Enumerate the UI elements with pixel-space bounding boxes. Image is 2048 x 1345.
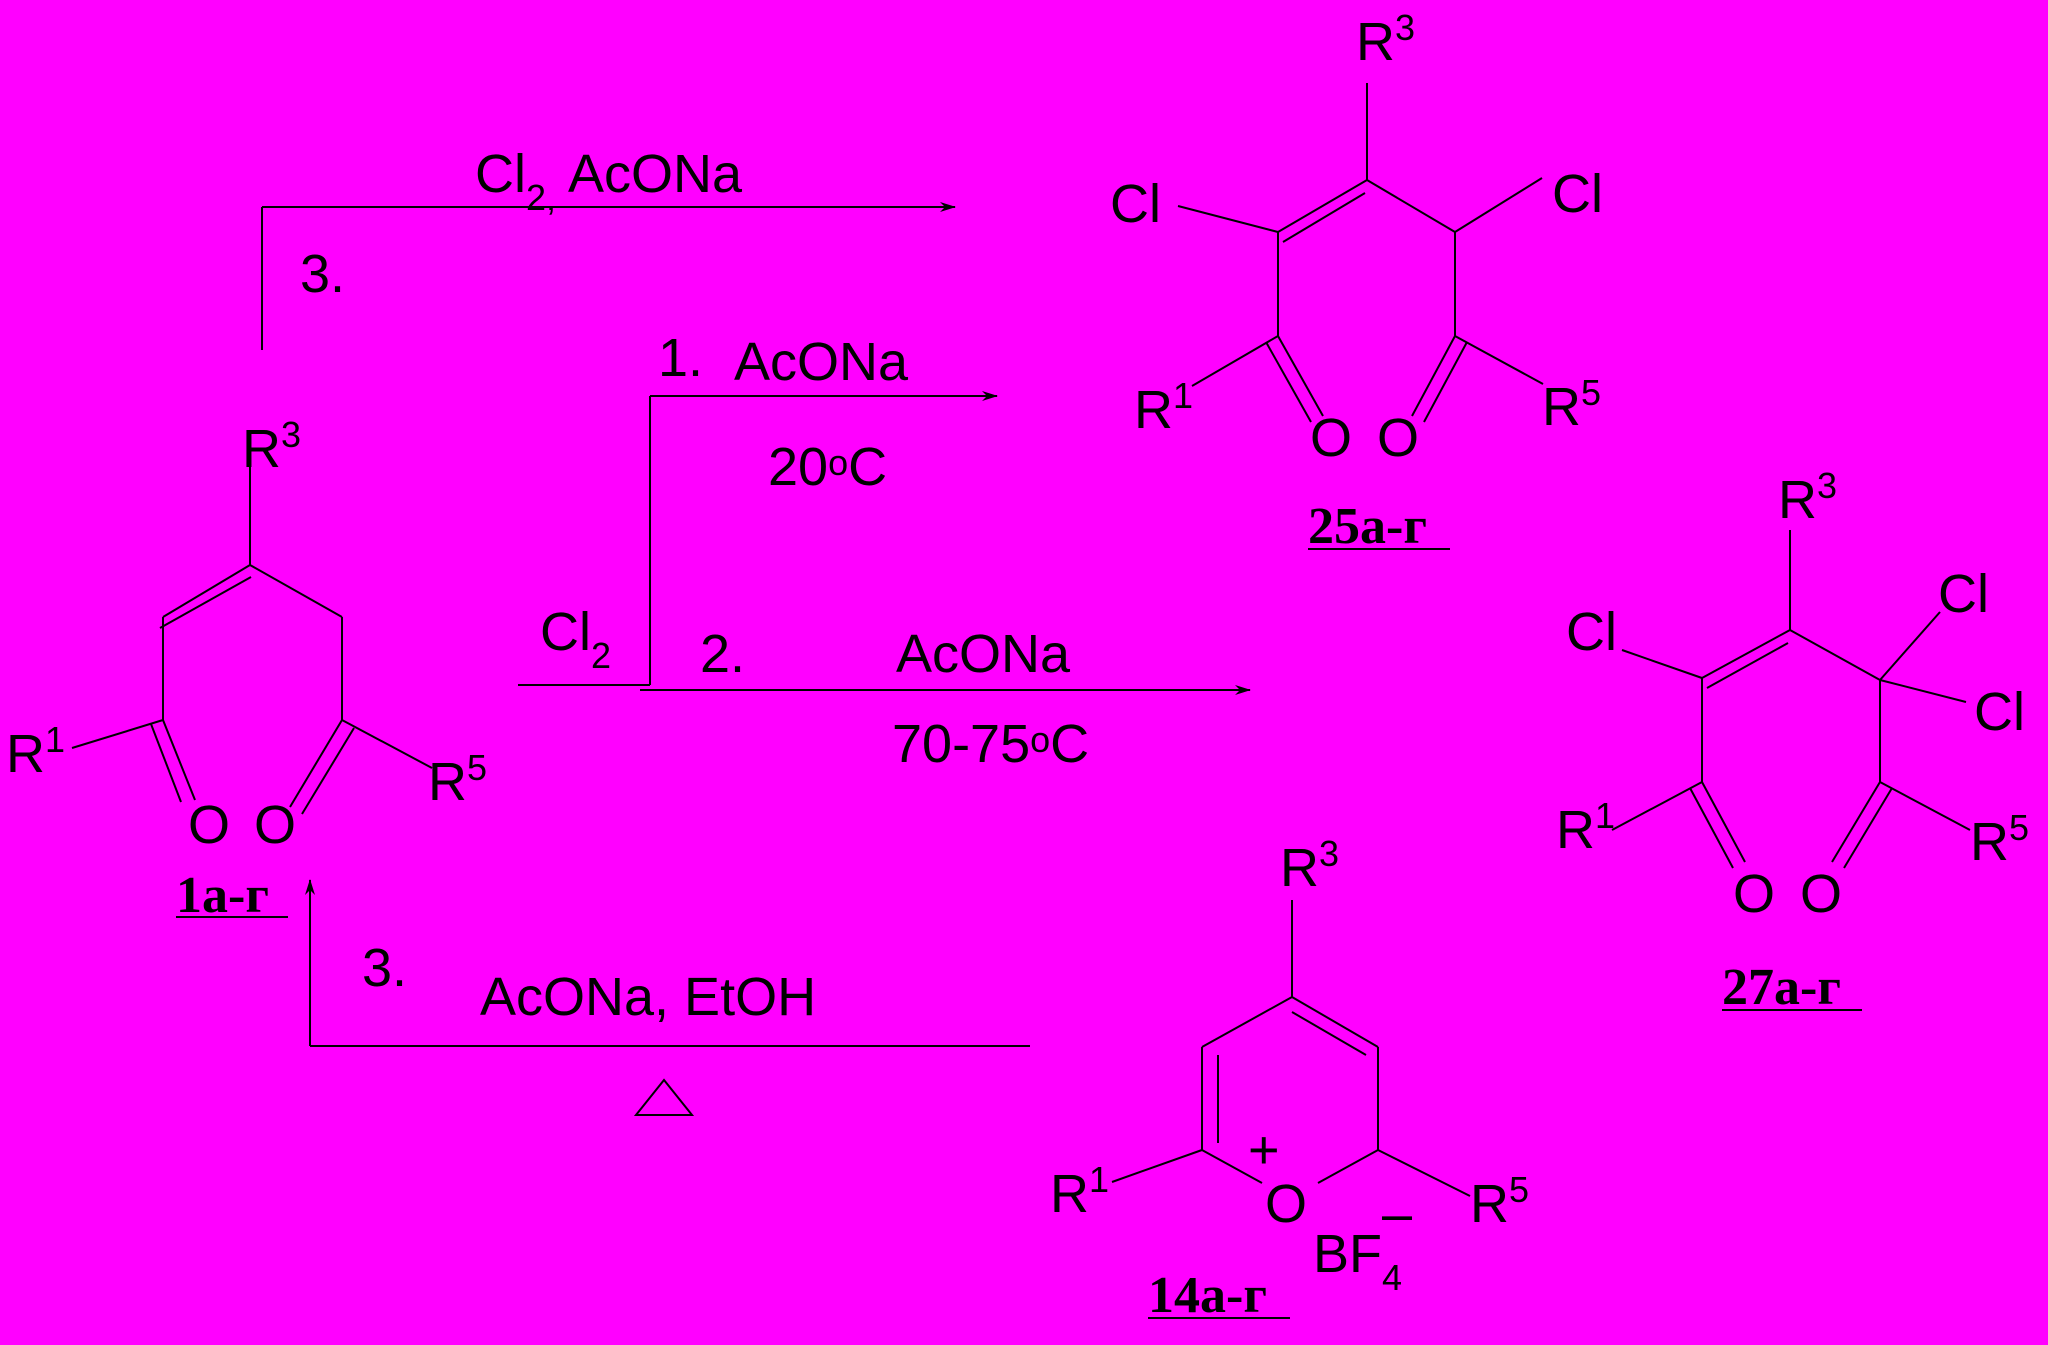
c27-r3: R3 xyxy=(1778,465,1837,530)
c25-label: 25а-г xyxy=(1308,498,1427,555)
c1-label: 1а-г xyxy=(176,867,269,924)
arrow-top xyxy=(261,202,956,350)
cl2-reagent: Cl2 xyxy=(540,602,611,676)
c27-o-left: O xyxy=(1733,864,1775,924)
arrow-bottom xyxy=(305,879,1030,1047)
c27-cl-top-right: Cl xyxy=(1938,564,1989,624)
mid2-condition: 70-75oC xyxy=(892,714,1089,774)
c1-o-left: O xyxy=(188,795,230,855)
c25-cl-left: Cl xyxy=(1110,174,1161,234)
c1-o-right: O xyxy=(254,795,296,855)
bottom-reagent: AcONa, EtOH xyxy=(480,967,816,1027)
top-step: 3. xyxy=(300,244,345,304)
compound-1-structure xyxy=(71,440,433,815)
c1-r3: R3 xyxy=(242,414,301,479)
compound-25-structure xyxy=(1177,83,1544,423)
top-reagents: Cl2,AcONa xyxy=(475,144,743,218)
c27-cl-right: Cl xyxy=(1974,682,2025,742)
c25-r1: R1 xyxy=(1134,375,1193,440)
compound-27-structure xyxy=(1611,530,1971,869)
c14-r1: R1 xyxy=(1050,1159,1109,1224)
mid2-reagent: AcONa xyxy=(896,624,1071,684)
c14-r5: R5 xyxy=(1470,1169,1529,1234)
arrow-middle-1 xyxy=(518,391,998,686)
c25-o-right: O xyxy=(1377,408,1419,468)
c14-counterion: BF4– xyxy=(1313,1184,1412,1298)
bottom-step: 3. xyxy=(362,938,407,998)
c27-r5: R5 xyxy=(1970,807,2029,872)
c25-o-left: O xyxy=(1310,408,1352,468)
c14-label: 14а-г xyxy=(1148,1267,1267,1324)
mid1-step: 1. xyxy=(658,328,703,388)
c25-r3: R3 xyxy=(1356,7,1415,72)
c14-r3: R3 xyxy=(1280,833,1339,898)
mid1-reagent: AcONa xyxy=(734,332,909,392)
c27-o-right: O xyxy=(1800,864,1842,924)
c25-r5: R5 xyxy=(1542,372,1601,437)
c25-cl-right: Cl xyxy=(1552,164,1603,224)
c1-r1: R1 xyxy=(6,719,65,784)
c1-r5: R5 xyxy=(428,747,487,812)
c14-plus: + xyxy=(1248,1120,1280,1180)
mid2-step: 2. xyxy=(700,624,745,684)
c27-label: 27а-г xyxy=(1722,959,1841,1016)
heat-triangle-icon xyxy=(633,1078,695,1116)
c27-r1: R1 xyxy=(1556,795,1615,860)
compound-14-structure xyxy=(1111,900,1471,1197)
mid1-condition: 20oC xyxy=(768,437,887,497)
c27-cl-left: Cl xyxy=(1566,602,1617,662)
c14-o: O xyxy=(1265,1174,1307,1234)
